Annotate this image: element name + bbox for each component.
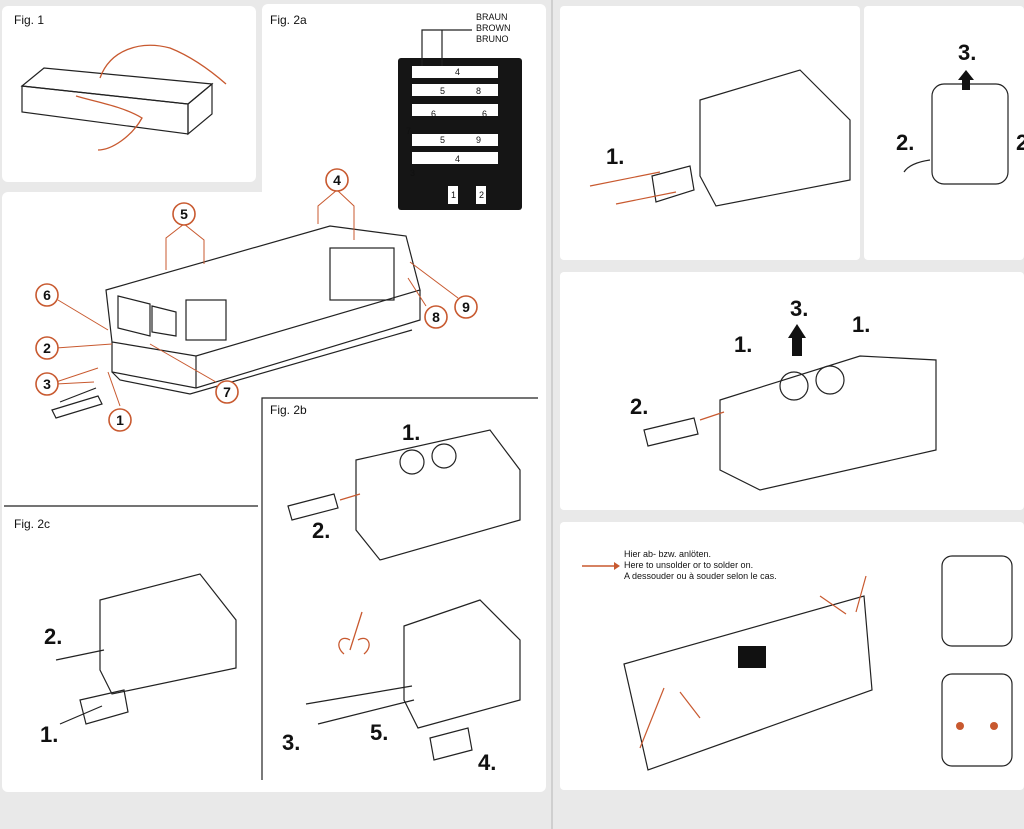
solder-legend: Hier ab- bzw. anlöten. Here to unsolder … <box>582 549 777 581</box>
callout-6: 6 <box>43 287 51 303</box>
fig2b-step: 1. <box>402 420 420 445</box>
step-a-number: 1. <box>606 144 624 169</box>
part-label: 2 <box>479 190 484 200</box>
solder-note-de: Hier ab- bzw. anlöten. <box>624 549 711 559</box>
callout-1: 1 <box>116 412 124 428</box>
solder-note-en: Here to unsolder or to solder on. <box>624 560 753 570</box>
callout-4: 4 <box>333 172 341 188</box>
fig1-drawing <box>20 44 227 151</box>
part-label: 1 <box>451 190 456 200</box>
panel-fig1 <box>2 6 256 182</box>
fig2b-step: 3. <box>282 730 300 755</box>
fig2b-drawing <box>287 429 521 761</box>
panel-step-c <box>560 522 1024 790</box>
step-a-numbers: 1. 3. 2. 2 <box>606 40 1024 169</box>
fig1-label: Fig. 1 <box>14 13 44 27</box>
step-c-drawing <box>623 555 1013 771</box>
solder-note-fr: A dessouder ou à souder selon le cas. <box>624 571 777 581</box>
part-label: 8 <box>476 86 481 96</box>
color-legend: BRAUN BROWN BRUNO <box>476 12 511 44</box>
callout-9: 9 <box>462 299 470 315</box>
legend-it: BRUNO <box>476 34 509 44</box>
part-label: 5 <box>440 135 445 145</box>
panel-step-a2 <box>864 6 1024 260</box>
sprue-drawing <box>398 29 522 210</box>
legend-en: BROWN <box>476 23 511 33</box>
fig2c-step: 2. <box>44 624 62 649</box>
step-b-number: 1. <box>734 332 752 357</box>
callout-3: 3 <box>43 376 51 392</box>
part-label: 6 <box>431 109 436 119</box>
part-label: 5 <box>440 86 445 96</box>
fig2b-frame <box>261 397 538 780</box>
leader-lines <box>55 189 459 407</box>
step-a-drawing <box>589 69 1009 207</box>
step-b-number: 2. <box>630 394 648 419</box>
fig2c-drawing <box>55 573 237 725</box>
panel-fig2 <box>2 192 546 792</box>
callout-2: 2 <box>43 340 51 356</box>
fig2b-step: 2. <box>312 518 330 543</box>
fig2b-steps: 1. 2. 3. 5. 4. <box>282 420 496 775</box>
part-label: 4 <box>455 67 460 77</box>
legend-de: BRAUN <box>476 12 508 22</box>
fig2c-label: Fig. 2c <box>14 517 50 531</box>
step-b-drawing <box>643 324 937 491</box>
part-label: 4 <box>455 154 460 164</box>
panel-step-a <box>560 6 860 260</box>
locomotive-drawing <box>51 225 421 419</box>
step-b-number: 1. <box>852 312 870 337</box>
fig2b-step: 5. <box>370 720 388 745</box>
callouts: 5 4 6 2 3 1 7 8 9 <box>35 168 478 432</box>
part-label: 3 <box>410 168 415 178</box>
fig2b-step: 4. <box>478 750 496 775</box>
sprue-part-labels: 4 5 8 6 6 7 5 9 4 3 1 2 <box>406 67 487 200</box>
step-a-number: 2 <box>1016 130 1024 155</box>
part-label: 6 <box>482 109 487 119</box>
part-label: 7 <box>406 126 411 136</box>
callout-5: 5 <box>180 206 188 222</box>
callout-8: 8 <box>432 309 440 325</box>
fig2b-label: Fig. 2b <box>270 403 307 417</box>
fig2a-label: Fig. 2a <box>270 13 307 27</box>
step-b-number: 3. <box>790 296 808 321</box>
step-a-number: 2. <box>896 130 914 155</box>
part-label: 9 <box>476 135 481 145</box>
fig2c-step: 1. <box>40 722 58 747</box>
step-b-numbers: 3. 1. 1. 2. <box>630 296 870 419</box>
panel-step-b <box>560 272 1024 510</box>
step-a-number: 3. <box>958 40 976 65</box>
callout-7: 7 <box>223 384 231 400</box>
fig2c-steps: 2. 1. <box>40 624 62 747</box>
